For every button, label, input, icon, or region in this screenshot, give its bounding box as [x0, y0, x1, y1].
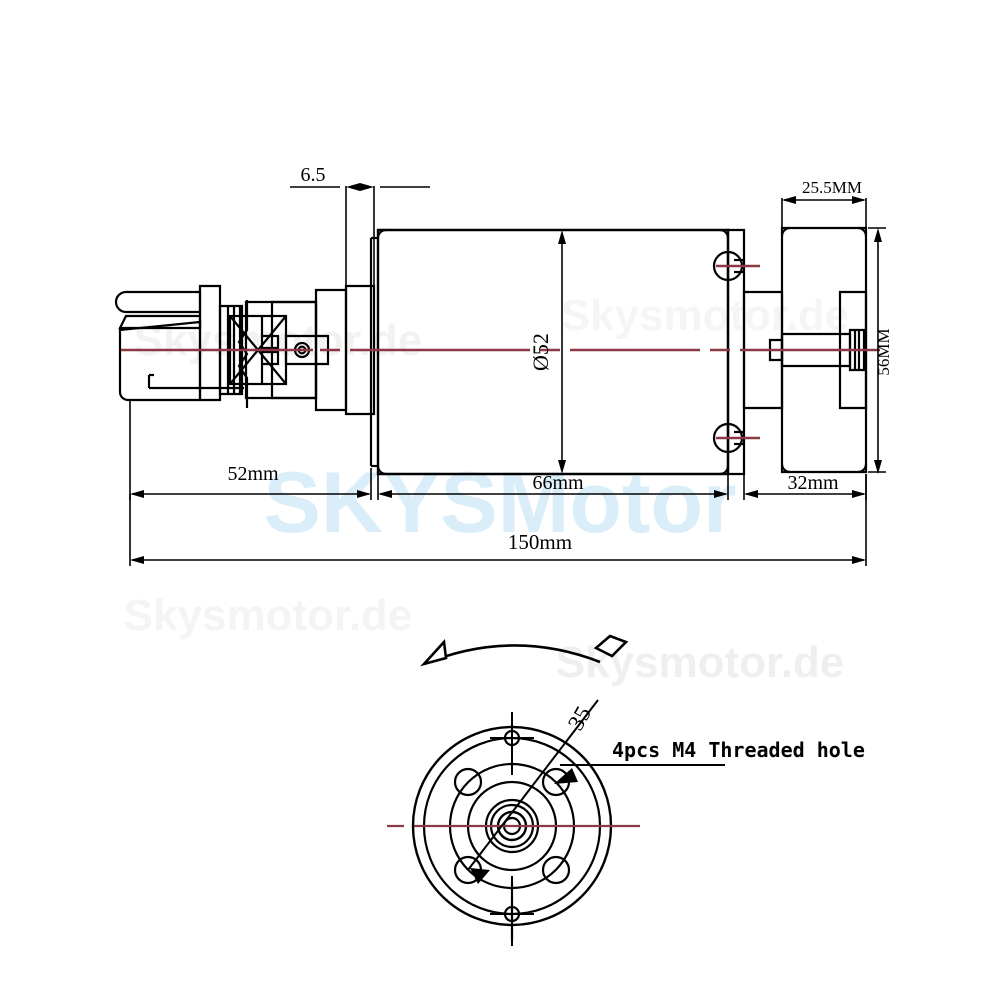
watermark-skysmotor-de-3: Skysmotor.de: [124, 591, 413, 640]
dimension-6-5: 6.5: [290, 164, 430, 290]
dimension-label-32mm: 32mm: [787, 472, 839, 494]
dimension-label-25-5mm: 25.5MM: [802, 178, 862, 197]
rear-neck: [314, 284, 376, 416]
motor-side-view: 6.5 25.5MM Ø52 56MM: [114, 164, 893, 566]
dimension-label-56mm: 56MM: [874, 328, 893, 375]
watermark-skysmotor-main: SKYSMotor: [264, 455, 737, 551]
dimension-label-6-5: 6.5: [301, 164, 326, 186]
m4-hole-bottom-right: [541, 855, 571, 885]
watermark-skysmotor-de-2: Skysmotor.de: [561, 291, 850, 340]
dimension-label-66mm: 66mm: [532, 472, 584, 494]
note-m4-threaded-hole: 4pcs M4 Threaded hole: [560, 738, 865, 766]
dimension-label-150mm: 150mm: [508, 530, 572, 554]
front-view-cross-marks: [490, 712, 534, 946]
dimension-label-35: 35: [563, 702, 596, 734]
side-view-centerline: [121, 264, 880, 440]
note-label-m4-threaded-hole: 4pcs M4 Threaded hole: [612, 738, 865, 762]
bolt-circle-dimension-35: 35: [467, 699, 599, 884]
dimension-row-primary: 52mm 66mm 32mm: [129, 400, 867, 500]
front-bell-ears: [712, 250, 744, 454]
dimension-56mm: 56MM: [868, 227, 893, 474]
watermark-layer: Skysmotor.de Skysmotor.de SKYSMotor Skys…: [124, 291, 850, 687]
dimension-label-dia-52: Ø52: [528, 333, 553, 371]
dimension-label-52mm: 52mm: [227, 463, 279, 485]
output-housing: [780, 226, 868, 474]
connector-plug: [114, 284, 244, 402]
m4-hole-top-left: [453, 767, 483, 797]
dimension-dia-52: Ø52: [528, 230, 566, 474]
dimension-150mm: 150mm: [129, 474, 867, 566]
motor-front-view: 35 4pcs M4 Threaded hole: [387, 634, 865, 946]
rotation-direction-arrow: [420, 634, 629, 667]
dimension-25-5mm: 25.5MM: [781, 178, 867, 228]
